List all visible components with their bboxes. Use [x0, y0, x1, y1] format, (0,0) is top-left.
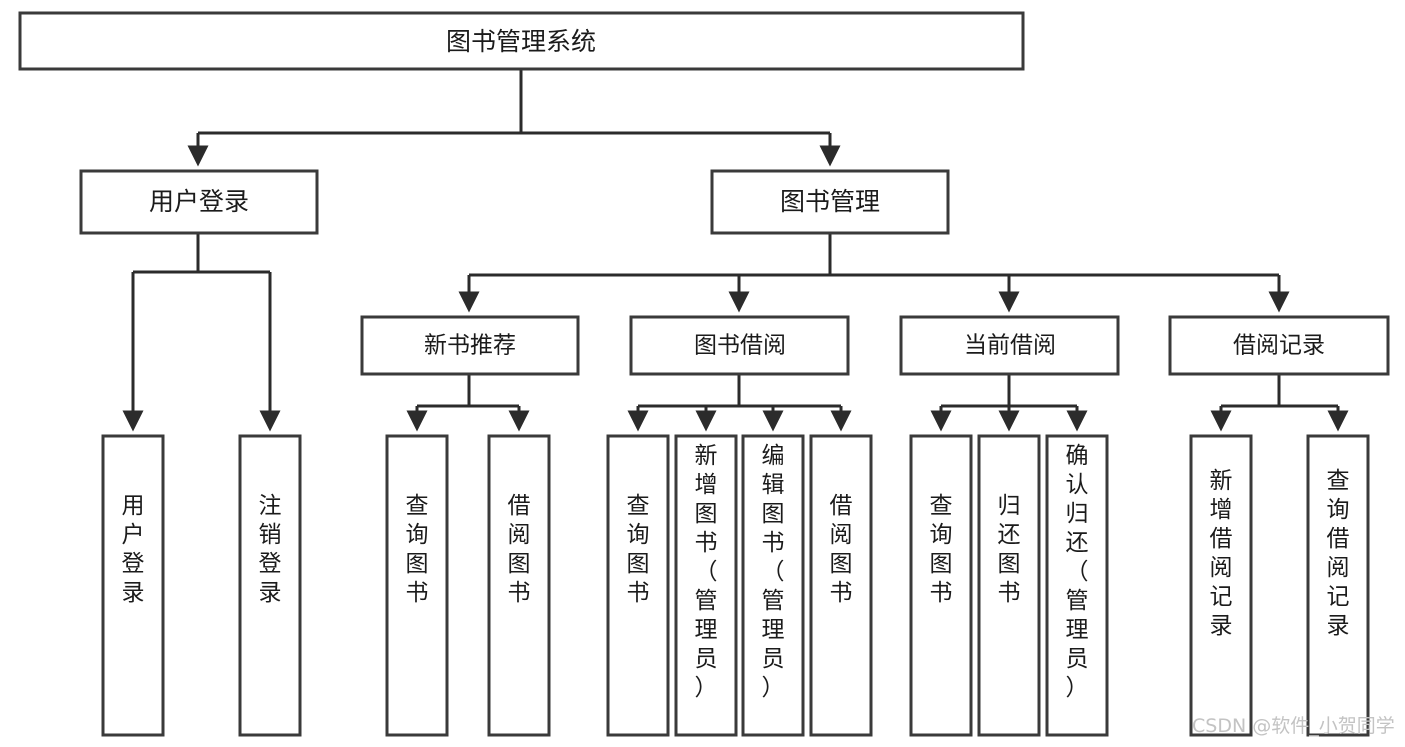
- node-leaf-query-book-3[interactable]: 查询图书: [909, 434, 973, 737]
- node-leaf-borrow-book-2-label: 借阅图书: [830, 493, 853, 606]
- connector-group-book-borrow: [627, 374, 852, 432]
- node-leaf-borrow-book-2[interactable]: 借阅图书: [809, 434, 873, 737]
- node-leaf-return-book-box: [977, 434, 1041, 737]
- node-leaf-logout-label: 注销登录: [259, 493, 282, 606]
- node-leaf-add-book[interactable]: 新增图书（管理员）: [674, 434, 738, 737]
- node-current-borrow-label: 当前借阅: [964, 333, 1056, 359]
- node-book-borrow[interactable]: 图书借阅: [629, 315, 850, 376]
- node-user-login[interactable]: 用户登录: [79, 169, 319, 235]
- node-book-manage-box: [710, 169, 950, 235]
- node-leaf-borrow-book-1[interactable]: 借阅图书: [487, 434, 551, 737]
- connector-group-user-login: [122, 233, 281, 432]
- node-leaf-borrow-book-1-label: 借阅图书: [508, 493, 531, 606]
- node-new-book-recommend-label: 新书推荐: [424, 333, 516, 359]
- node-book-borrow-box: [629, 315, 850, 376]
- node-root-label: 图书管理系统: [446, 27, 596, 56]
- node-book-manage[interactable]: 图书管理: [710, 169, 950, 235]
- node-leaf-logout[interactable]: 注销登录: [238, 434, 302, 737]
- node-leaf-query-record[interactable]: 查询借阅记录: [1306, 434, 1370, 737]
- node-leaf-query-book-3-label: 查询图书: [930, 493, 953, 606]
- node-current-borrow[interactable]: 当前借阅: [899, 315, 1120, 376]
- node-leaf-query-book-3-box: [909, 434, 973, 737]
- connector-group-book-manage: [458, 233, 1290, 313]
- node-leaf-borrow-book-2-box: [809, 434, 873, 737]
- node-leaf-logout-box: [238, 434, 302, 737]
- node-leaf-add-record-box: [1189, 434, 1253, 737]
- node-user-login-label: 用户登录: [149, 187, 249, 216]
- node-current-borrow-box: [899, 315, 1120, 376]
- node-leaf-add-record[interactable]: 新增借阅记录: [1189, 434, 1253, 737]
- csdn-watermark: CSDN @软件_小贺同学: [1192, 715, 1395, 737]
- node-leaf-query-book-1[interactable]: 查询图书: [385, 434, 449, 737]
- node-borrow-record-box: [1168, 315, 1390, 376]
- node-leaf-confirm-return-label: 确认归还（管理员）: [1066, 443, 1089, 701]
- node-user-login-box: [79, 169, 319, 235]
- node-leaf-query-record-box: [1306, 434, 1370, 737]
- node-leaf-query-book-1-box: [385, 434, 449, 737]
- node-leaf-edit-book[interactable]: 编辑图书（管理员）: [741, 434, 805, 737]
- node-leaf-add-book-label: 新增图书（管理员）: [695, 443, 718, 701]
- node-borrow-record-label: 借阅记录: [1233, 333, 1325, 359]
- node-leaf-query-record-label: 查询借阅记录: [1327, 468, 1350, 639]
- node-leaf-return-book-label: 归还图书: [998, 493, 1021, 606]
- node-leaf-return-book[interactable]: 归还图书: [977, 434, 1041, 737]
- node-leaf-query-book-2[interactable]: 查询图书: [606, 434, 670, 737]
- connector-group-current-borrow: [930, 374, 1088, 432]
- node-borrow-record[interactable]: 借阅记录: [1168, 315, 1390, 376]
- node-leaf-confirm-return-box: [1045, 434, 1109, 737]
- node-leaf-user-login-box: [101, 434, 165, 737]
- connector-group-root: [187, 69, 841, 167]
- node-leaf-borrow-book-1-box: [487, 434, 551, 737]
- node-leaf-edit-book-label: 编辑图书（管理员）: [762, 443, 785, 701]
- node-leaf-confirm-return[interactable]: 确认归还（管理员）: [1045, 434, 1109, 737]
- node-book-borrow-label: 图书借阅: [694, 333, 786, 359]
- node-leaf-query-book-2-box: [606, 434, 670, 737]
- connector-group-borrow-record: [1210, 374, 1349, 432]
- node-root-box: [18, 11, 1025, 71]
- node-root[interactable]: 图书管理系统: [18, 11, 1025, 71]
- node-book-manage-label: 图书管理: [780, 187, 880, 216]
- node-leaf-query-book-1-label: 查询图书: [406, 493, 429, 606]
- node-new-book-recommend[interactable]: 新书推荐: [360, 315, 580, 376]
- node-leaf-user-login[interactable]: 用户登录: [101, 434, 165, 737]
- node-leaf-edit-book-box: [741, 434, 805, 737]
- node-leaf-add-book-box: [674, 434, 738, 737]
- node-leaf-user-login-label: 用户登录: [122, 493, 145, 606]
- node-leaf-query-book-2-label: 查询图书: [627, 493, 650, 606]
- connector-group-new-book-recommend: [406, 374, 530, 432]
- node-new-book-recommend-box: [360, 315, 580, 376]
- node-leaf-add-record-label: 新增借阅记录: [1210, 468, 1233, 639]
